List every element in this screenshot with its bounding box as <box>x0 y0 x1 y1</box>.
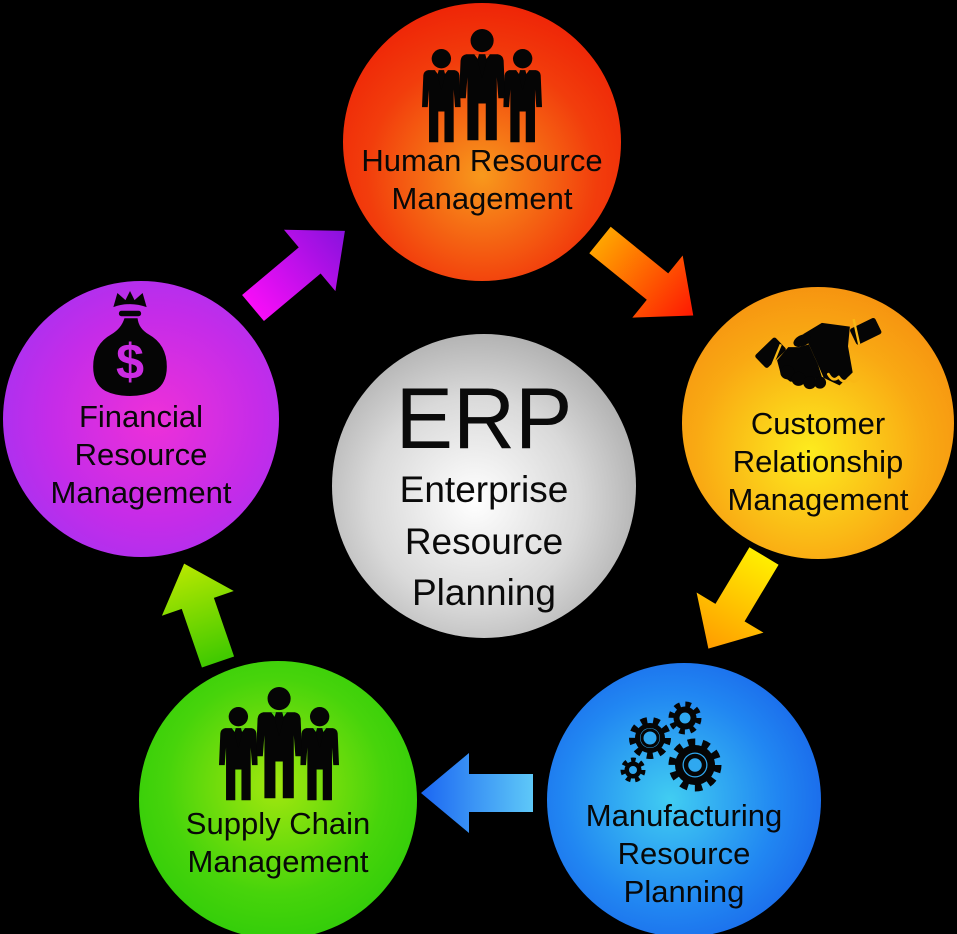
node-label-line: Manufacturing <box>585 798 783 833</box>
node-label-line: Financial <box>78 399 204 434</box>
node-label: Human Resource Management <box>343 142 621 218</box>
team-icon <box>219 687 340 801</box>
crown-icon <box>113 291 147 308</box>
node-financial-resource-management: $ Financial Resource Management <box>3 281 279 557</box>
node-label-line: Planning <box>623 874 745 909</box>
node-supply-chain-management: Supply Chain Management <box>139 661 417 934</box>
arrow-frm-to-hrm <box>242 229 345 322</box>
erp-abbreviation: ERP <box>395 371 573 467</box>
arrow-scm-to-frm <box>161 563 235 668</box>
node-label-line: Resource <box>74 437 208 472</box>
arrow-crm-to-mrp <box>696 547 779 649</box>
dollar-sign: $ <box>116 333 144 390</box>
node-label: Manufacturing Resource Planning <box>547 797 821 911</box>
node-label-line: Customer <box>750 406 886 441</box>
erp-name-line: Resource <box>404 520 564 562</box>
handshake-icon <box>755 317 882 390</box>
gear <box>668 701 702 735</box>
bag-body <box>93 318 167 396</box>
node-label-line: Management <box>727 482 909 517</box>
node-label: Supply Chain Management <box>139 805 417 881</box>
node-label-line: Management <box>50 475 232 510</box>
node-label-line: Management <box>391 181 573 216</box>
gear <box>629 717 671 759</box>
node-customer-relationship-management: Customer Relationship Management <box>682 287 954 559</box>
gears-icon <box>620 701 722 792</box>
node-label-line: Relationship <box>732 444 904 479</box>
node-label: Financial Resource Management <box>3 398 279 512</box>
erp-full-name: Enterprise Resource Planning <box>332 464 636 619</box>
erp-name-line: Planning <box>411 572 556 613</box>
team-icon <box>422 29 543 143</box>
node-label-line: Human Resource <box>361 143 603 178</box>
erp-name-line: Enterprise <box>399 469 569 510</box>
arrow-mrp-to-scm <box>421 753 533 833</box>
node-label-line: Supply Chain <box>185 806 371 841</box>
node-label-line: Management <box>187 844 369 879</box>
gear <box>620 757 646 783</box>
node-manufacturing-resource-planning: Manufacturing Resource Planning <box>547 663 821 934</box>
arrow-hrm-to-crm <box>589 226 694 318</box>
money-bag-icon: $ <box>93 291 167 396</box>
node-label: Customer Relationship Management <box>682 405 954 519</box>
node-erp-center: ERP Enterprise Resource Planning <box>332 334 636 638</box>
node-label-line: Resource <box>617 836 751 871</box>
node-human-resource-management: Human Resource Management <box>343 3 621 281</box>
gear <box>668 738 722 792</box>
